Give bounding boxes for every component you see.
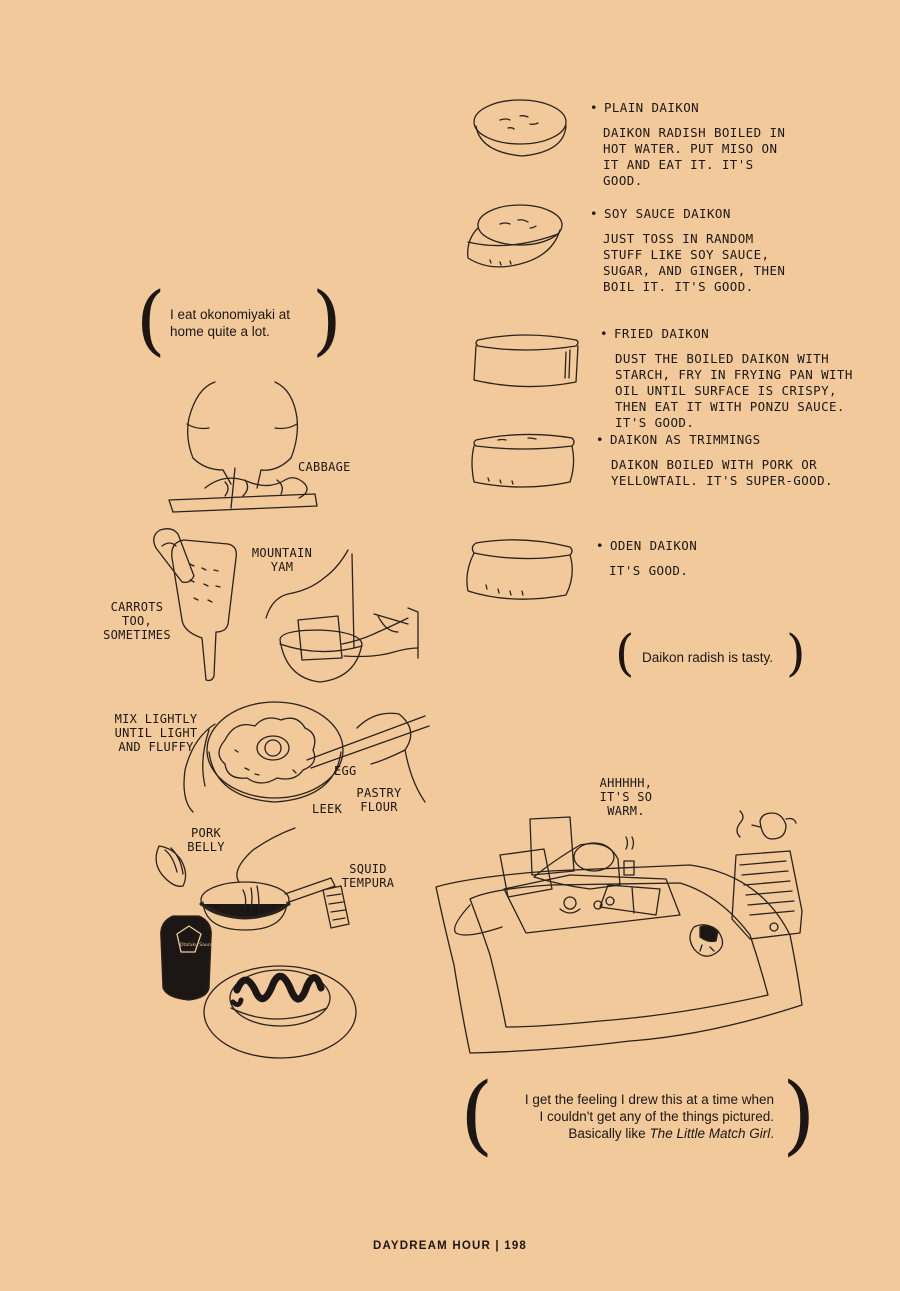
- caption-text: .: [770, 1126, 774, 1141]
- leek-label: Leek: [312, 802, 343, 816]
- warm-exclamation-label: Ahhhhh, it's so warm.: [599, 776, 653, 818]
- daikon-item-oden: Oden daikon It's good.: [596, 538, 796, 579]
- book-title: The Little Match Girl: [649, 1126, 771, 1141]
- caption-line: Basically like The Little Match Girl.: [482, 1125, 774, 1142]
- pork-belly-label: Pork belly: [187, 826, 225, 854]
- grater-illustration: [153, 528, 237, 682]
- right-paren: ): [312, 275, 342, 364]
- daikon-item-trimmings: Daikon as trimmings Daikon boiled with p…: [596, 432, 836, 489]
- left-paren: (: [136, 275, 166, 364]
- daikon-tasty-caption: Daikon radish is tasty.: [642, 650, 774, 665]
- daikon-item-text: It's good.: [609, 563, 689, 578]
- grating-yam-illustration: [265, 549, 419, 683]
- left-paren: (: [615, 624, 635, 682]
- pastry-flour-label: Pastry flour: [356, 786, 402, 814]
- caption-text: Basically like: [568, 1126, 650, 1141]
- egg-label: Egg: [334, 764, 357, 778]
- footer-separator: |: [495, 1240, 500, 1252]
- daikon-item-title: Soy sauce daikon: [590, 206, 790, 222]
- daikon-item-plain: Plain daikon Daikon radish boiled in hot…: [590, 100, 790, 189]
- cabbage-label: Cabbage: [298, 460, 351, 474]
- soy-sauce-daikon-illustration: [467, 204, 563, 268]
- daikon-item-title: Plain daikon: [590, 100, 790, 116]
- caption-line: I couldn't get any of the things picture…: [539, 1109, 774, 1124]
- right-paren: ): [786, 624, 806, 682]
- kotatsu-scene-illustration: [435, 810, 803, 1054]
- caption-line: I get the feeling I drew this at a time …: [524, 1092, 774, 1107]
- squid-tempura-label: Squid tempura: [341, 862, 395, 890]
- match-girl-caption: I get the feeling I drew this at a time …: [482, 1091, 774, 1142]
- daikon-item-text: Dust the boiled daikon with starch, fry …: [615, 351, 853, 430]
- cutting-cabbage-illustration: [168, 381, 318, 513]
- daikon-item-title: Fried daikon: [600, 326, 870, 342]
- mountain-yam-label: Mountain yam: [251, 546, 313, 574]
- section-title: DAYDREAM HOUR: [372, 1240, 491, 1252]
- carrots-label: Carrots too, sometimes: [103, 600, 171, 642]
- page-footer: DAYDREAM HOUR | 198: [0, 1240, 900, 1252]
- okonomiyaki-plate-illustration: Otafuku Sauce: [160, 915, 357, 1059]
- mix-label: Mix lightly until light and fluffy: [114, 712, 198, 754]
- oden-daikon-illustration: [466, 539, 573, 600]
- daikon-item-text: Daikon boiled with pork or yellowtail. I…: [611, 457, 833, 488]
- daikon-item-fried: Fried daikon Dust the boiled daikon with…: [600, 326, 870, 431]
- sauce-bottle-label: Otafuku Sauce: [180, 942, 213, 948]
- plain-daikon-illustration: [473, 99, 567, 157]
- daikon-item-title: Oden daikon: [596, 538, 796, 554]
- page-number: 198: [504, 1240, 528, 1252]
- daikon-item-title: Daikon as trimmings: [596, 432, 836, 448]
- okonomiyaki-caption: I eat okonomiyaki at home quite a lot.: [170, 307, 291, 339]
- left-paren: (: [460, 1065, 494, 1165]
- frying-pan-illustration: [155, 827, 350, 931]
- mixing-bowl-illustration: [183, 701, 430, 813]
- daikon-item-soy-sauce: Soy sauce daikon Just toss in random stu…: [590, 206, 790, 295]
- daikon-item-text: Just toss in random stuff like soy sauce…: [603, 231, 786, 294]
- right-paren: ): [782, 1065, 816, 1165]
- daikon-trimmings-illustration: [471, 433, 575, 488]
- fried-daikon-illustration: [473, 334, 579, 388]
- daikon-item-text: Daikon radish boiled in hot water. Put m…: [603, 125, 786, 188]
